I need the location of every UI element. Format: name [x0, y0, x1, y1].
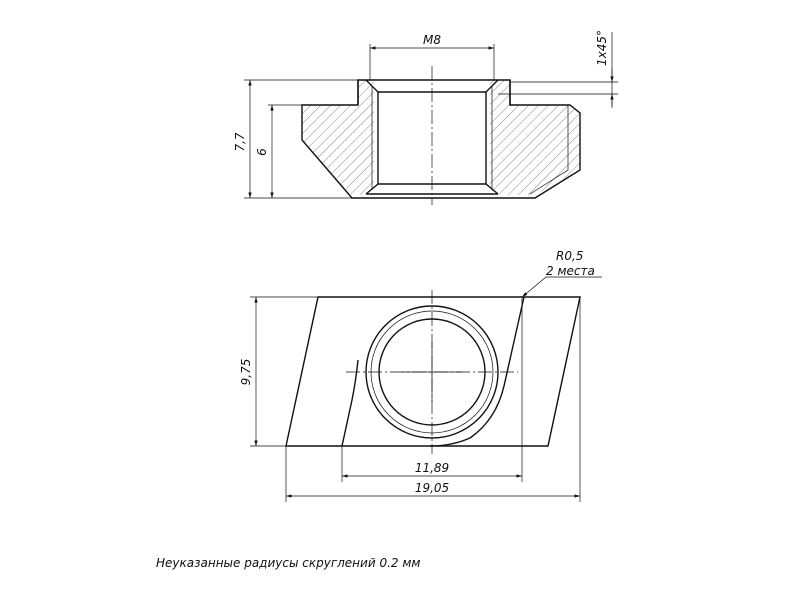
overall-width-ext: [285, 297, 581, 502]
radius-qty-label: 2 места: [546, 264, 595, 278]
inner-width-label: 11,89: [415, 461, 449, 475]
plan-view: R0,5 2 места 9,75 11,89 19,05: [239, 249, 602, 502]
overall-width-label: 19,05: [415, 481, 449, 495]
drawing-note: Неуказанные радиусы скруглений 0.2 мм: [156, 556, 420, 570]
right-face-edge: [529, 105, 569, 195]
thread-ext-lines: [369, 44, 495, 80]
chamfer-circle: [365, 305, 499, 439]
plan-height-label: 9,75: [239, 359, 253, 386]
section-hatch-left: [302, 80, 374, 195]
body-height-label: 6: [255, 148, 269, 156]
overall-height-label: 7,7: [233, 132, 247, 151]
plan-height-ext: [250, 296, 318, 447]
radius-leader: [521, 276, 602, 298]
chamfer-ext-lines: [498, 81, 618, 95]
thread-label: M8: [423, 33, 441, 47]
chamfer-label: 1x45°: [595, 30, 609, 66]
plan-outline: [285, 296, 581, 447]
thread-major-lines: [371, 86, 493, 190]
radius-label: R0,5: [556, 249, 583, 263]
height-ext-lines: [244, 79, 358, 199]
section-hatch-right: [490, 80, 580, 195]
section-view: M8 1x45° 7,7 6: [233, 30, 618, 205]
plan-inner-profile: [341, 296, 525, 447]
